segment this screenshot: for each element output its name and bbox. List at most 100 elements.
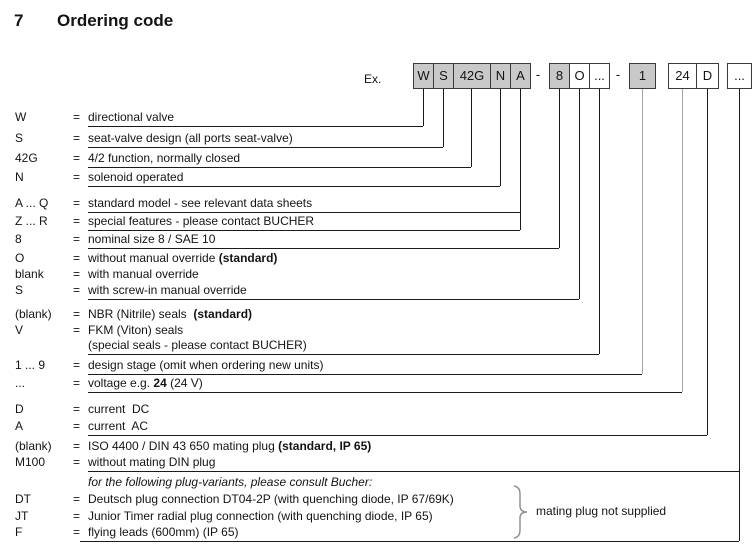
leader-hline-m100 [88, 471, 739, 472]
code-box-design-stage: 1 [629, 63, 656, 89]
code-row-special-seals: (special seals - please contact BUCHER) [15, 338, 307, 353]
code-box-mating-plug: ... [727, 63, 752, 89]
equals-sign: = [73, 439, 81, 453]
code-row-zr: Z ... R = special features - please cont… [15, 214, 314, 229]
code-box-group-stage: 1 [629, 63, 656, 89]
code-row-jt: JT = Junior Timer radial plug connection… [15, 509, 433, 524]
equals-sign: = [73, 267, 81, 281]
code-value: D [15, 402, 24, 416]
equals-sign: = [73, 170, 81, 184]
code-box-group-model: W S 42G N A [413, 63, 531, 89]
mating-plug-note: mating plug not supplied [536, 504, 667, 518]
equals-sign: = [73, 509, 81, 523]
code-value: ... [15, 376, 26, 390]
code-value: DT [15, 492, 31, 506]
code-description: special features - please contact BUCHER [88, 214, 315, 228]
code-value: S [15, 283, 24, 297]
code-row-blank-nbr: (blank) = NBR (Nitrile) seals (standard) [15, 307, 252, 322]
code-box-n: N [490, 63, 511, 89]
leader-vline-8 [559, 89, 560, 248]
code-description: ISO 4400 / DIN 43 650 mating plug (stand… [88, 439, 372, 453]
code-box-group-voltage: 24 D [668, 63, 719, 89]
code-row-m100: M100 = without mating DIN plug [15, 455, 215, 470]
equals-sign: = [73, 525, 81, 539]
section-number: 7 [14, 11, 24, 30]
equals-sign: = [73, 455, 81, 469]
leader-vline-plug [739, 89, 740, 541]
leader-vline-s [443, 89, 444, 147]
leader-hline-zr [88, 230, 520, 231]
code-value: 1 ... 9 [15, 358, 46, 372]
code-row-v: V = FKM (Viton) seals [15, 323, 183, 338]
code-description: 4/2 function, normally closed [88, 151, 241, 165]
code-value: N [15, 170, 24, 184]
leader-vline-o [579, 89, 580, 299]
equals-sign: = [73, 283, 81, 297]
code-description: seat-valve design (all ports seat-valve) [88, 131, 293, 145]
code-box-8: 8 [549, 63, 570, 89]
example-label: Ex. [364, 72, 382, 86]
code-description: with manual override [88, 267, 199, 281]
equals-sign: = [73, 131, 81, 145]
code-value: A [15, 419, 24, 433]
equals-sign: = [73, 419, 81, 433]
brace-icon [512, 485, 530, 544]
code-separator-dash-2: - [615, 67, 621, 82]
code-row-8: 8 = nominal size 8 / SAE 10 [15, 232, 215, 247]
code-description: Deutsch plug connection DT04-2P (with qu… [88, 492, 454, 506]
code-row-dc: D = current DC [15, 402, 149, 417]
code-description: FKM (Viton) seals [88, 323, 184, 337]
code-description: current DC [88, 402, 150, 416]
code-value: 8 [15, 232, 22, 246]
code-row-plug-variants-note: for the following plug-variants, please … [15, 475, 372, 490]
equals-sign: = [73, 251, 81, 265]
leader-hline-override [88, 299, 579, 300]
equals-sign: = [73, 110, 81, 124]
code-description: NBR (Nitrile) seals (standard) [88, 307, 253, 321]
leader-hline-voltage [88, 392, 682, 393]
code-row-42g: 42G = 4/2 function, normally closed [15, 151, 240, 166]
code-value: F [15, 525, 23, 539]
plug-variants-note: for the following plug-variants, please … [88, 475, 373, 489]
equals-sign: = [73, 232, 81, 246]
code-description: voltage e.g. 24 (24 V) [88, 376, 203, 390]
code-row-dt: DT = Deutsch plug connection DT04-2P (wi… [15, 492, 454, 507]
leader-vline-42g [471, 89, 472, 167]
leader-hline-current [88, 435, 707, 436]
code-row-o: O = without manual override (standard) [15, 251, 277, 266]
code-value: S [15, 131, 24, 145]
leader-vline-voltage [682, 89, 683, 392]
leader-hline-8 [88, 248, 559, 249]
code-row-n: N = solenoid operated [15, 170, 183, 185]
code-row-f: F = flying leads (600mm) (IP 65) [15, 525, 239, 540]
equals-sign: = [73, 196, 81, 210]
leader-hline-stage [88, 374, 642, 375]
code-value: M100 [15, 455, 46, 469]
code-description: directional valve [88, 110, 175, 124]
leader-hline-s [88, 147, 443, 148]
leader-hline-seals [88, 354, 599, 355]
code-row-s-screwin: S = with screw-in manual override [15, 283, 247, 298]
code-description: flying leads (600mm) (IP 65) [88, 525, 239, 539]
leader-vline-n [500, 89, 501, 186]
code-value: Z ... R [15, 214, 48, 228]
leader-vline-w [423, 89, 424, 126]
code-value: JT [15, 509, 29, 523]
code-box-voltage: 24 [668, 63, 697, 89]
equals-sign: = [73, 323, 81, 337]
code-row-s: S = seat-valve design (all ports seat-va… [15, 131, 293, 146]
equals-sign: = [73, 358, 81, 372]
code-description: design stage (omit when ordering new uni… [88, 358, 324, 372]
code-row-design-stage: 1 ... 9 = design stage (omit when orderi… [15, 358, 323, 373]
code-value: blank [15, 267, 44, 281]
leader-vline-current [707, 89, 708, 435]
leader-vline-seals [599, 89, 600, 354]
code-box-o: O [569, 63, 590, 89]
leader-vline-a [520, 89, 521, 230]
code-box-w: W [413, 63, 434, 89]
code-box-group-size: 8 O ... [549, 63, 610, 89]
code-box-a: A [510, 63, 531, 89]
code-value: O [15, 251, 25, 265]
page-title: Ordering code [57, 11, 174, 30]
code-description: with screw-in manual override [88, 283, 247, 297]
